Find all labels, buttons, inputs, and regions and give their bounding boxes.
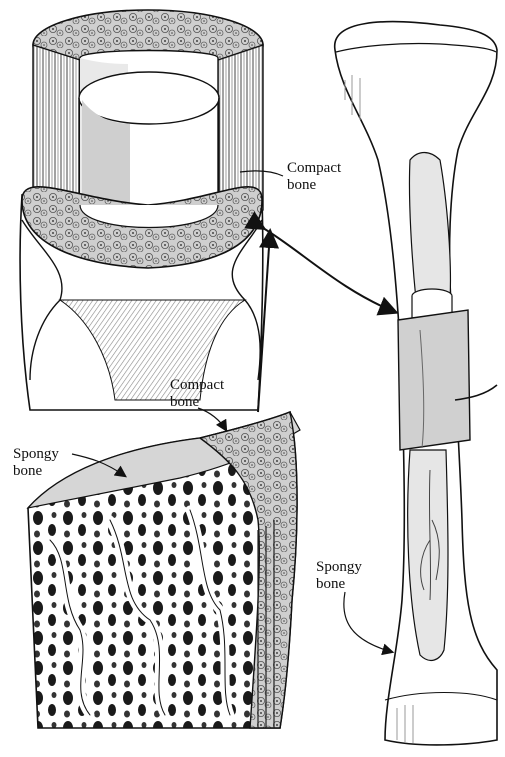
label-spongy-bone-right: Spongy bone	[316, 559, 362, 593]
spongy-bone-block	[28, 412, 300, 728]
label-spongy-bone-left: Spongy bone	[13, 446, 59, 480]
label-line: Compact	[287, 160, 341, 177]
label-compact-bone-middle: Compact bone	[170, 377, 224, 411]
label-line: bone	[170, 394, 224, 411]
arrow-shaft-to-bone	[263, 228, 395, 312]
label-line: bone	[316, 576, 362, 593]
label-line: Compact	[170, 377, 224, 394]
arrow-spongy-right	[344, 592, 392, 652]
label-compact-bone-upper: Compact bone	[287, 160, 341, 194]
label-line: Spongy	[316, 559, 362, 576]
label-line: bone	[13, 463, 59, 480]
arrow-compact-middle	[198, 408, 226, 430]
bone-shaft-cross-section	[20, 10, 263, 410]
label-line: bone	[287, 177, 341, 194]
label-line: Spongy	[13, 446, 59, 463]
